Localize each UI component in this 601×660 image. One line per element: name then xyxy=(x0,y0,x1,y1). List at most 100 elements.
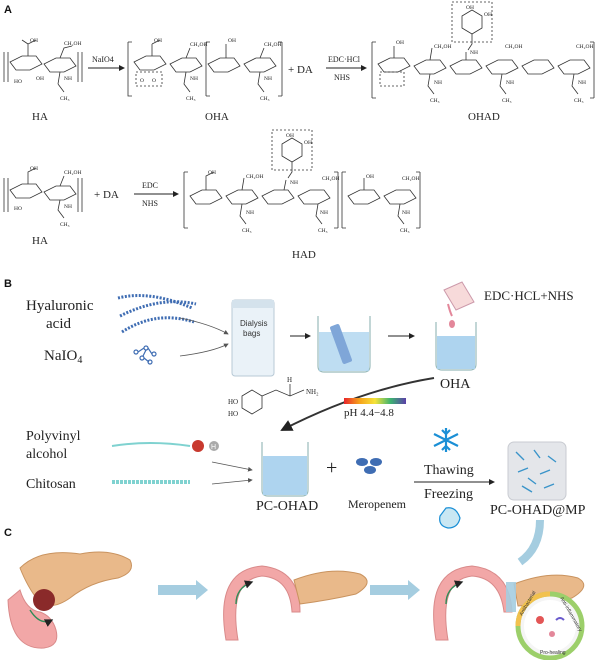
reagent-nhs-row1: NHS xyxy=(334,73,350,82)
svg-text:OH: OH xyxy=(466,5,474,11)
ha-structure-row1: OH CH₂OH NH HO OH CH₃ xyxy=(3,38,83,102)
svg-text:H: H xyxy=(211,444,216,451)
product-label: PC-OHAD@MP xyxy=(490,503,586,518)
pva-chain-icon: H xyxy=(111,440,219,452)
plus-da-row2: + DA xyxy=(94,189,119,201)
svg-text:NH: NH xyxy=(190,76,198,82)
svg-text:OH: OH xyxy=(366,174,374,180)
svg-text:CH₂OH: CH₂OH xyxy=(402,176,420,182)
ohad-label: OHAD xyxy=(468,111,500,123)
had-structure: OH OH OH CH₂OH NH CH₂OH OH CH₂OH NH NH N… xyxy=(183,129,421,234)
arrow-ha-to-bag xyxy=(179,317,229,335)
dialysis-label-1: Dialysis xyxy=(240,319,268,328)
label-naio4: NaIO4 xyxy=(44,348,82,366)
thawing-label: Thawing xyxy=(424,463,474,478)
svg-text:NH: NH xyxy=(506,80,514,86)
svg-text:NH: NH xyxy=(402,210,410,216)
svg-text:NH: NH xyxy=(264,76,272,82)
reagent-edc: EDC xyxy=(142,181,158,190)
svg-text:CH₂OH: CH₂OH xyxy=(322,176,340,182)
svg-text:CH₂OH: CH₂OH xyxy=(576,44,594,50)
pancreas-stage-1 xyxy=(7,551,132,649)
svg-text:OH: OH xyxy=(304,140,312,146)
svg-text:NH₂: NH₂ xyxy=(306,388,319,396)
therapeutic-effects-badge xyxy=(515,591,585,660)
svg-text:CH₂OH: CH₂OH xyxy=(505,44,523,50)
oha-beaker-icon xyxy=(435,320,477,371)
arrow-chitosan-to-beaker xyxy=(211,478,253,485)
arrow-c2-to-c3-head xyxy=(408,580,420,600)
label-alcohol: alcohol xyxy=(26,447,67,462)
svg-text:OH: OH xyxy=(36,76,44,82)
hydrogel-product-icon xyxy=(507,441,567,501)
svg-text:HO: HO xyxy=(14,206,22,212)
svg-text:OH: OH xyxy=(228,38,236,44)
snowflake-icon xyxy=(433,428,459,452)
svg-text:CH₂OH: CH₂OH xyxy=(190,42,208,48)
pancreas-stage-2 xyxy=(223,565,368,641)
svg-text:CH₂OH: CH₂OH xyxy=(64,170,82,176)
svg-text:HO: HO xyxy=(228,398,238,406)
label-acid: acid xyxy=(46,316,71,332)
svg-text:HO: HO xyxy=(14,79,22,85)
svg-text:H: H xyxy=(287,376,292,384)
plus-meropenem: + xyxy=(326,457,337,479)
svg-text:O: O xyxy=(152,78,156,84)
svg-text:OH: OH xyxy=(208,170,216,176)
panel-c-label: C xyxy=(4,527,12,539)
water-drop-icon xyxy=(439,507,461,529)
svg-text:CH₃: CH₃ xyxy=(400,228,410,234)
pouring-beaker-icon xyxy=(443,281,475,317)
svg-text:CH₃: CH₃ xyxy=(502,98,512,104)
ha-label-row1: HA xyxy=(32,111,48,123)
oha-beaker-label: OHA xyxy=(440,377,471,392)
arrow-pva-to-beaker xyxy=(211,461,253,472)
svg-text:CH₃: CH₃ xyxy=(574,98,584,104)
badge-pro-healing: Pro-healing xyxy=(540,650,566,656)
svg-text:CH₂OH: CH₂OH xyxy=(264,42,282,48)
plus-da-row1: + DA xyxy=(288,64,313,76)
dopamine-structure: HO HO H NH₂ xyxy=(228,376,319,418)
svg-text:CH₂OH: CH₂OH xyxy=(246,174,264,180)
svg-text:OH: OH xyxy=(30,166,38,172)
svg-text:CH₃: CH₃ xyxy=(60,96,70,102)
arrow-c1-to-c2-head xyxy=(196,580,208,600)
svg-text:CH₃: CH₃ xyxy=(430,98,440,104)
svg-text:NH: NH xyxy=(246,210,254,216)
had-label: HAD xyxy=(292,249,316,261)
svg-text:NH: NH xyxy=(64,204,72,210)
arrow-oha-to-pcohad xyxy=(280,377,435,431)
svg-text:OH: OH xyxy=(30,38,38,44)
svg-text:NH: NH xyxy=(320,210,328,216)
reagent-edc-hcl: EDC·HCl xyxy=(328,55,361,64)
dialysis-bag-icon xyxy=(231,299,275,377)
svg-text:CH₃: CH₃ xyxy=(242,228,252,234)
svg-text:CH₃: CH₃ xyxy=(60,222,70,228)
label-chitosan: Chitosan xyxy=(26,477,76,492)
svg-text:CH₃: CH₃ xyxy=(318,228,328,234)
reagent-naio4: NaIO4 xyxy=(92,55,114,64)
label-hyaluronic: Hyaluronic xyxy=(26,298,94,314)
svg-text:O: O xyxy=(140,78,144,84)
pcohad-label: PC-OHAD xyxy=(256,499,318,514)
freezing-label: Freezing xyxy=(424,487,473,502)
ph-label: pH 4.4−4.8 xyxy=(344,407,394,419)
ha-label-row2: HA xyxy=(32,235,48,247)
svg-text:NH: NH xyxy=(434,80,442,86)
panel-b-label: B xyxy=(4,278,12,290)
edc-hcl-nhs-label: EDC·HCL+NHS xyxy=(484,288,574,303)
oha-structure: OH CH₂OH NH O O OH CH₂OH NH CH₃ CH₃ xyxy=(127,38,283,102)
svg-text:NH: NH xyxy=(64,76,72,82)
svg-text:OH: OH xyxy=(286,133,294,139)
meropenem-pill-icon xyxy=(356,458,382,474)
arrow-product-to-wound xyxy=(517,519,544,566)
meropenem-label: Meropenem xyxy=(348,497,407,511)
svg-text:CH₃: CH₃ xyxy=(186,96,196,102)
svg-text:CH₂OH: CH₂OH xyxy=(434,44,452,50)
svg-text:CH₂OH: CH₂OH xyxy=(64,41,82,47)
svg-text:OH: OH xyxy=(154,38,162,44)
hyaluronic-acid-chains xyxy=(117,294,197,334)
pcohad-beaker-icon xyxy=(261,442,309,497)
